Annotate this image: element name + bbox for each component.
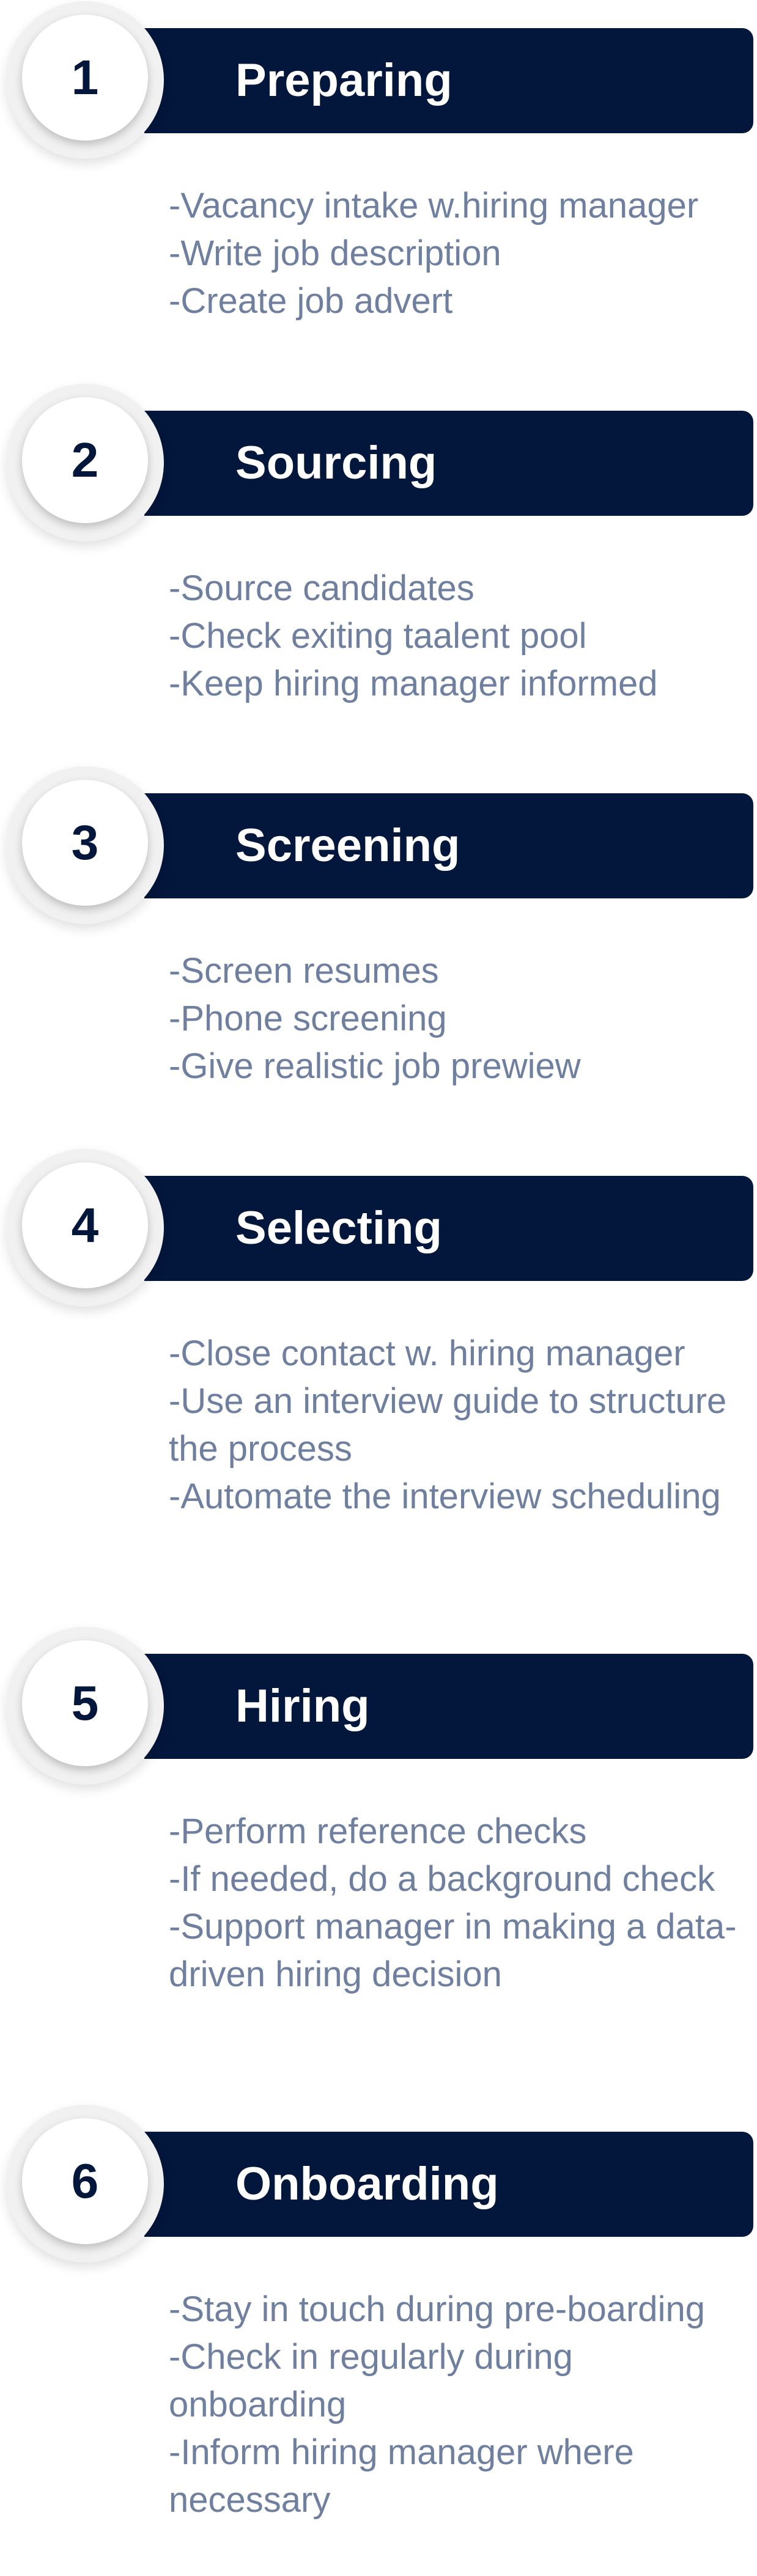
step-number-badge: 2 [6,384,164,541]
step-item: -Inform hiring manager where necessary [169,2432,634,2520]
step-number-badge: 6 [6,2105,164,2262]
step-item: -Write job description [169,233,501,273]
step-item: -Check exiting taalent pool [169,616,587,656]
step-title: Screening [235,820,460,872]
step-banner [144,28,753,133]
step-number-badge: 5 [6,1627,164,1785]
step-title: Selecting [235,1202,442,1254]
step-item-list: -Source candidates -Check exiting taalen… [169,565,750,708]
step-number-badge: 4 [6,1149,164,1307]
step-banner [144,1654,753,1759]
step-item: -Use an interview guide to structure the… [169,1381,727,1469]
step-item-list: -Close contact w. hiring manager -Use an… [169,1330,750,1521]
step-item-list: -Perform reference checks -If needed, do… [169,1808,750,1998]
step-item: -Give realistic job prewiew [169,1046,581,1086]
step-number-badge-inner: 1 [22,15,148,141]
step-item-list: -Screen resumes -Phone screening -Give r… [169,947,750,1090]
step-item: -Automate the interview scheduling [169,1477,721,1516]
step-title: Preparing [235,54,452,106]
step-item-list: -Vacancy intake w.hiring manager -Write … [169,182,750,325]
step-banner [144,2132,753,2237]
step-number: 4 [71,1198,99,1252]
step-number: 1 [71,50,99,105]
step-item: -Screen resumes [169,951,439,991]
step-title: Hiring [235,1680,370,1732]
step-number-badge: 1 [6,1,164,159]
step-number-badge: 3 [6,766,164,924]
step-item: -Support manager in making a data-driven… [169,1907,737,1994]
step-item: -Keep hiring manager informed [169,664,658,703]
step-number-badge-inner: 5 [22,1640,148,1766]
step-number: 3 [71,815,99,870]
step-item: -Source candidates [169,568,475,608]
step-item-list: -Stay in touch during pre-boarding -Chec… [169,2286,750,2524]
step-item: -Perform reference checks [169,1811,587,1851]
step-number-badge-inner: 2 [22,397,148,523]
step-number: 6 [71,2154,99,2208]
step-number-badge-inner: 4 [22,1162,148,1288]
step-item: -Close contact w. hiring manager [169,1334,685,1373]
step-title: Sourcing [235,437,437,489]
step-banner [144,1176,753,1281]
step-item: -Create job advert [169,281,453,321]
step-number: 2 [71,433,99,487]
step-item: -Phone screening [169,999,447,1038]
step-number: 5 [71,1676,99,1730]
step-banner [144,411,753,516]
step-title: Onboarding [235,2158,499,2210]
step-number-badge-inner: 3 [22,780,148,906]
step-item: -Vacancy intake w.hiring manager [169,186,699,226]
step-banner [144,793,753,898]
step-number-badge-inner: 6 [22,2118,148,2244]
step-item: -Check in regularly during onboarding [169,2337,573,2424]
step-item: -If needed, do a background check [169,1859,715,1899]
step-item: -Stay in touch during pre-boarding [169,2289,705,2329]
